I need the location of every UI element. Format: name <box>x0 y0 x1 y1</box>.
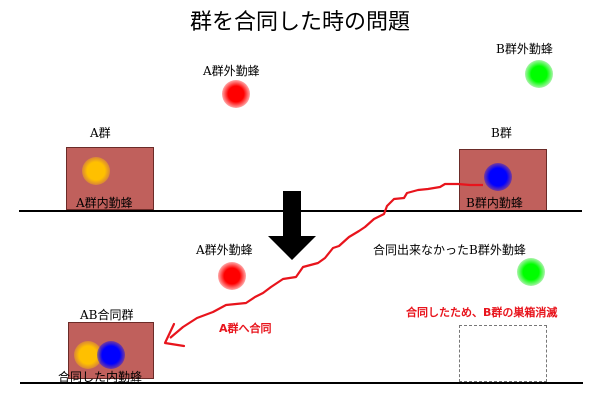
ground-line-bottom <box>20 382 583 384</box>
merge-note: A群へ合同 <box>219 322 272 335</box>
b-outer-bee-label-top: B群外勤蜂 <box>496 42 553 56</box>
b-group-label: B群 <box>491 126 512 140</box>
a-outer-bee-label-top: A群外勤蜂 <box>203 64 260 78</box>
a-inner-bee-label: A群内勤蜂 <box>76 196 133 210</box>
b-inner-bee-label: B群内勤蜂 <box>466 196 523 210</box>
a-outer-bee-top <box>222 80 250 108</box>
migration-path <box>169 182 483 339</box>
b-inner-bee <box>484 163 512 191</box>
b-outer-bee-bottom <box>517 258 545 286</box>
a-group-label: A群 <box>90 126 111 140</box>
a-outer-bee-bottom <box>218 262 246 290</box>
hive-removed-note: 合同したため、B群の巣箱消滅 <box>406 306 558 319</box>
a-outer-bee-label-bottom: A群外勤蜂 <box>196 243 253 257</box>
a-hive-box <box>66 147 154 210</box>
b-outer-bee-label-bottom: 合同出来なかったB群外勤蜂 <box>373 243 526 257</box>
transition-arrow <box>268 191 316 260</box>
migration-arrowhead <box>163 322 186 348</box>
merged-inner-bee-label: 合同した内勤蜂 <box>58 370 143 384</box>
diagram-title: 群を合同した時の問題 <box>189 10 410 35</box>
merged-inner-bee-b <box>97 341 125 369</box>
a-inner-bee <box>82 157 110 185</box>
ab-group-label: AB合同群 <box>80 308 134 322</box>
empty-hive-outline <box>459 325 547 382</box>
b-outer-bee-top <box>525 60 553 88</box>
